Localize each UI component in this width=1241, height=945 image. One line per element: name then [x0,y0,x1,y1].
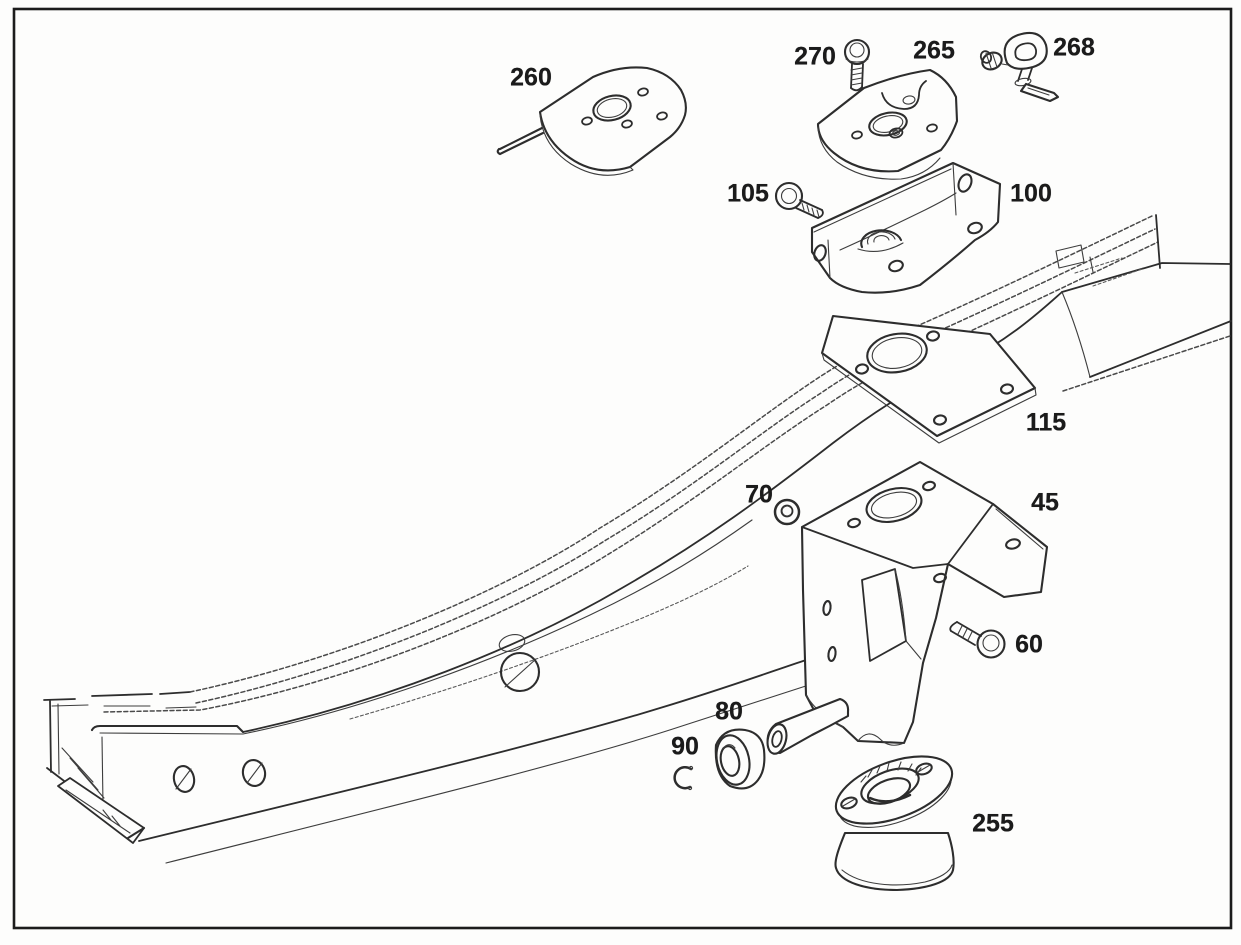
part-260-drawing [496,66,687,176]
part-105-drawing [774,181,824,219]
part-60-drawing [949,621,1006,659]
part-115-drawing [820,314,1037,444]
part-100-drawing [810,161,1002,294]
part-265-drawing [816,68,959,180]
part-45-drawing [766,460,1049,755]
part-90-drawing [673,765,694,791]
part-268-drawing [979,31,1060,103]
page-border [12,7,1233,930]
part-255-drawing [834,755,955,892]
part-270-drawing [843,38,871,92]
frame-rail-drawing [43,214,1232,864]
part-80-drawing [714,728,766,790]
part-70-drawing [773,498,801,526]
